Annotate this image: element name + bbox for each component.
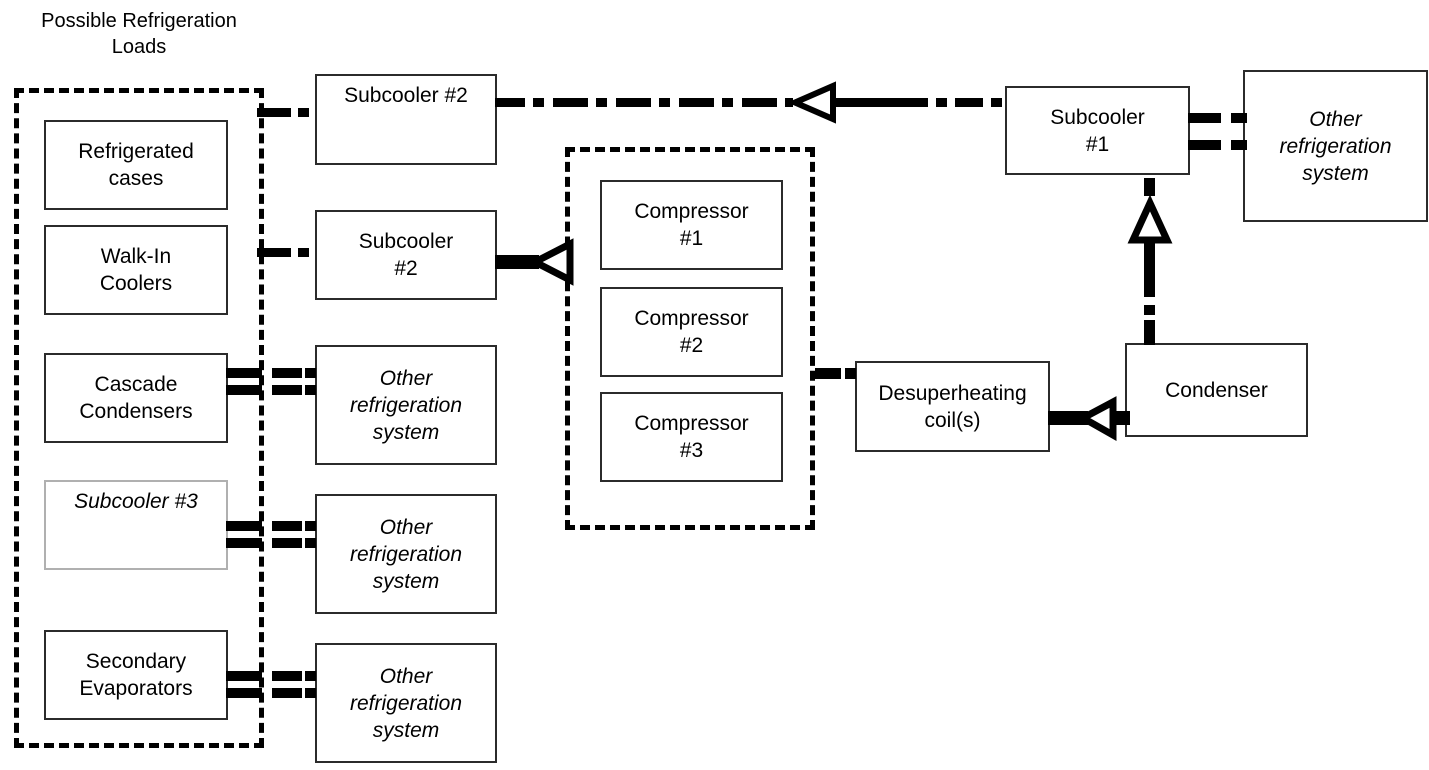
connector-desuperheating-to-condenser (1048, 396, 1130, 442)
compressor-rack-boundary (565, 147, 815, 530)
subcooler-2-mid-box[interactable]: Subcooler #2 (315, 210, 497, 300)
load-box-walk-in-coolers[interactable]: Walk-In Coolers (44, 225, 228, 315)
compressor-box-3[interactable]: Compressor #3 (600, 392, 783, 482)
desuperheating-coils-box[interactable]: Desuperheating coil(s) (855, 361, 1050, 452)
connector-subcooler2-mid-to-compressors (495, 238, 574, 286)
connector-compressors-to-desuperheating (815, 368, 856, 379)
other-refrigeration-system-box-right[interactable]: Other refrigeration system (1243, 70, 1428, 222)
connector-subcooler1-to-other-right (1188, 113, 1247, 150)
load-box-secondary-evaporators[interactable]: Secondary Evaporators (44, 630, 228, 720)
subcooler-1-box[interactable]: Subcooler #1 (1005, 86, 1190, 175)
condenser-box[interactable]: Condenser (1125, 343, 1308, 437)
compressor-box-1[interactable]: Compressor #1 (600, 180, 783, 270)
connector-subcooler2-top-to-main-line (495, 98, 544, 107)
connector-subcooler1-to-subcooler2-top (553, 81, 1002, 124)
connector-walkin-to-subcooler2-mid (257, 248, 309, 257)
compressor-box-2[interactable]: Compressor #2 (600, 287, 783, 377)
arrowhead-up-subcooler1 (1127, 194, 1173, 244)
load-box-refrigerated-cases[interactable]: Refrigerated cases (44, 120, 228, 210)
page-title: Possible Refrigeration Loads (41, 10, 237, 58)
arrowhead-right-condenser (1075, 396, 1117, 442)
other-refrigeration-system-box-1[interactable]: Other refrigeration system (315, 345, 497, 465)
load-box-subcooler-3[interactable]: Subcooler #3 (44, 480, 228, 570)
other-refrigeration-system-box-2[interactable]: Other refrigeration system (315, 494, 497, 614)
connector-condenser-to-subcooler1 (1127, 178, 1173, 345)
load-box-cascade-condensers[interactable]: Cascade Condensers (44, 353, 228, 443)
connector-refrigerated-cases-to-subcooler2-top (257, 108, 309, 117)
arrowhead-left (787, 81, 836, 124)
subcooler-2-top-box[interactable]: Subcooler #2 (315, 74, 497, 165)
other-refrigeration-system-box-3[interactable]: Other refrigeration system (315, 643, 497, 763)
loads-group-boundary (14, 88, 264, 748)
